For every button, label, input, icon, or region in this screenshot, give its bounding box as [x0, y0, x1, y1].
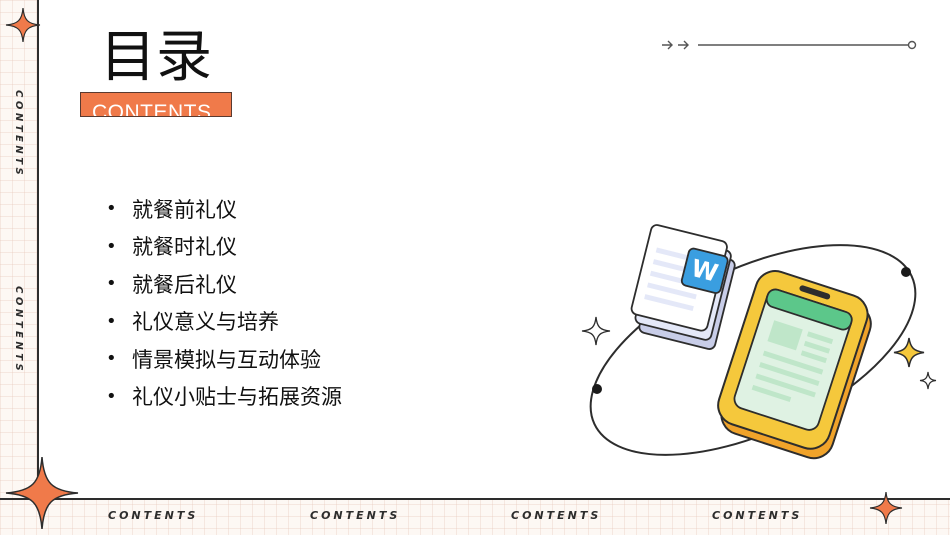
- subtitle-text: CONTENTS: [92, 101, 212, 117]
- sparkle-icon: [5, 7, 41, 43]
- toc-item-label: 就餐后礼仪: [132, 272, 237, 297]
- bottom-border-line: [0, 498, 950, 500]
- bullet: •: [106, 310, 117, 332]
- word-badge-letter: W: [688, 254, 720, 288]
- bullet: •: [106, 348, 117, 370]
- bullet: •: [106, 235, 117, 257]
- bullet: •: [106, 385, 117, 407]
- list-item: • 礼仪小贴士与拓展资源: [106, 378, 342, 416]
- list-item: • 礼仪意义与培养: [106, 303, 342, 341]
- page-title: 目录: [100, 25, 212, 90]
- arrow-right-icon: [662, 40, 917, 50]
- list-item: • 就餐后礼仪: [106, 265, 342, 303]
- bottom-label: CONTENTS: [310, 509, 401, 522]
- word-document-icon: W: [630, 224, 736, 350]
- toc-item-label: 礼仪意义与培养: [132, 310, 279, 335]
- toc-item-label: 就餐时礼仪: [132, 235, 237, 260]
- subtitle-badge: CONTENTS: [80, 92, 232, 117]
- illustration: W: [581, 224, 937, 460]
- side-label: CONTENTS: [13, 90, 24, 179]
- sparkle-icon: [5, 456, 79, 530]
- toc-item-label: 礼仪小贴士与拓展资源: [132, 385, 342, 410]
- sparkle-icon: [869, 491, 903, 525]
- bullet: •: [106, 273, 117, 295]
- list-item: • 就餐时礼仪: [106, 228, 342, 266]
- toc-list: • 就餐前礼仪 • 就餐时礼仪 • 就餐后礼仪 • 礼仪意义与培养 • 情景模拟与互动体验…: [106, 190, 342, 415]
- bottom-label: CONTENTS: [712, 509, 803, 522]
- side-label: CONTENTS: [13, 286, 24, 375]
- bullet: •: [106, 198, 117, 220]
- toc-item-label: 情景模拟与互动体验: [132, 347, 321, 372]
- bottom-label: CONTENTS: [108, 509, 199, 522]
- phone-spreadsheet-icon: [717, 270, 872, 460]
- bottom-label: CONTENTS: [511, 509, 602, 522]
- left-border-line: [37, 0, 39, 500]
- toc-item-label: 就餐前礼仪: [132, 197, 237, 222]
- list-item: • 就餐前礼仪: [106, 190, 342, 228]
- list-item: • 情景模拟与互动体验: [106, 340, 342, 378]
